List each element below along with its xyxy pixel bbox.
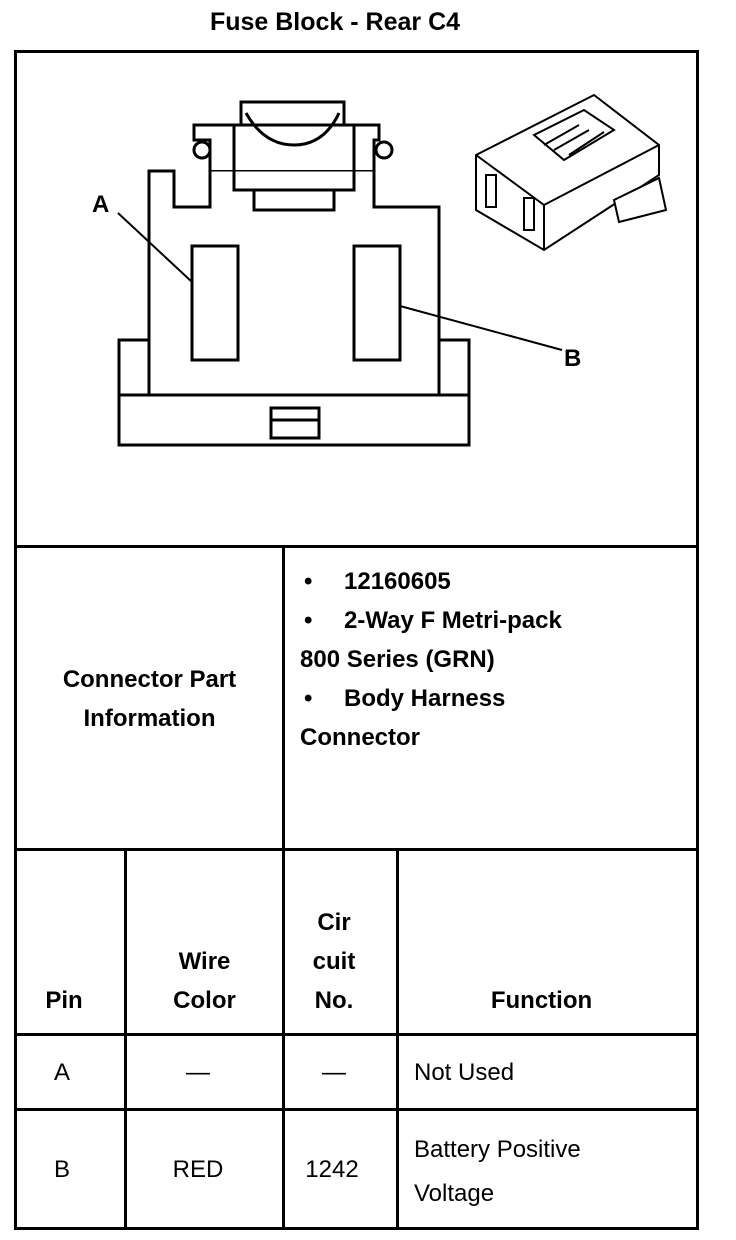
lock-tab [269,406,321,440]
frame-right-border [696,50,699,1230]
connector-type-line2: 800 Series (GRN) [300,646,495,673]
label-b: B [564,345,581,372]
row-b-function-line2: Voltage [414,1180,495,1207]
cavity-a [190,244,240,362]
row-b-wire-color: RED [172,1156,224,1183]
row-divider-header [14,1033,699,1036]
connector-type-item: • 2-Way F Metri-pack [300,601,690,640]
col-divider-function [396,848,399,1230]
part-info-heading-line1: Connector Part [62,666,237,693]
part-number: 12160605 [344,568,451,595]
header-circuit-line1: Cir [317,909,351,936]
part-number-item: • 12160605 [300,562,690,601]
bullet: • [304,607,313,634]
leader-line-a [117,212,193,283]
label-a: A [92,191,109,218]
row-a-pin: A [53,1059,70,1086]
cavity-b [352,244,402,362]
row-a-wire-color: — [186,1059,210,1086]
connector-isometric-view [475,93,668,252]
col-divider-partinfo [282,545,285,1230]
part-info-heading: Connector Part Information [17,660,282,738]
header-wire-color-line1: Wire [178,948,231,975]
row-divider-row-a [14,1108,699,1111]
row-a-function: Not Used [414,1059,515,1086]
header-circuit-no: Cir cuit No. [285,903,383,1020]
leader-line-b [399,305,563,351]
header-wire-color-line2: Color [173,987,236,1014]
connector-diagram: A B [92,93,668,447]
header-pin: Pin [45,987,83,1014]
connector-face-view [117,100,471,447]
header-circuit-line2: cuit [312,948,356,975]
page-title: Fuse Block - Rear C4 [209,8,461,36]
col-divider-pin [124,848,127,1230]
harness-item: • Body Harness [300,679,690,718]
row-divider-image [14,545,699,548]
row-b-function: Battery Positive Voltage [414,1128,694,1216]
connector-type-line1: 2-Way F Metri-pack [344,607,562,634]
row-b-pin: B [53,1156,70,1183]
bullet: • [304,685,313,712]
header-function: Function [490,987,593,1014]
harness-line1: Body Harness [344,685,506,712]
frame-top-border [14,50,699,53]
frame-left-border [14,50,17,1230]
part-info-heading-line2: Information [83,705,216,732]
header-wire-color: Wire Color [127,942,282,1020]
row-b-function-line1: Battery Positive [414,1136,581,1163]
frame-bottom-border [14,1227,699,1230]
row-a-circuit: — [322,1059,346,1086]
part-info-details: • 12160605 • 2-Way F Metri-pack 800 Series… [300,562,690,757]
bullet: • [304,568,313,595]
harness-line2: Connector [300,724,420,751]
row-b-circuit: 1242 [305,1156,359,1183]
row-divider-partinfo [14,848,699,851]
header-circuit-line3: No. [314,987,354,1014]
